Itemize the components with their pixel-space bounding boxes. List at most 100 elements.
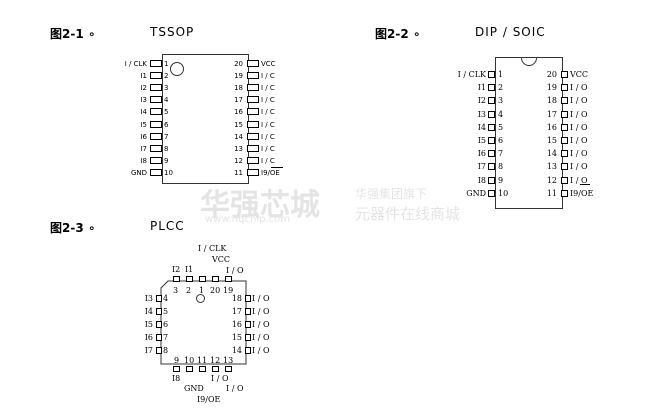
pin-number: 3	[173, 286, 179, 295]
pin-pad	[488, 176, 495, 184]
pin-pad	[561, 123, 568, 131]
pin-number: 11	[546, 188, 557, 198]
pin-number: 20	[546, 70, 557, 79]
pin-number: 14	[234, 132, 243, 141]
pin-number: 1	[164, 60, 169, 68]
pin-label: GND	[130, 168, 147, 177]
pin-label: I / O	[252, 294, 270, 303]
pin-label: I / O	[226, 266, 244, 275]
pin-pad	[488, 110, 495, 118]
pin-number: 12	[234, 156, 243, 165]
pin-label: I6	[140, 132, 147, 141]
pin-number: 19	[546, 83, 557, 93]
pin-pad	[156, 334, 162, 341]
pin-number: 8	[163, 346, 169, 355]
pin-pad	[150, 156, 162, 164]
pin-number: 3	[164, 84, 169, 93]
pin-pad	[247, 168, 259, 176]
pin-pad	[561, 137, 568, 144]
pin-number: 3	[498, 96, 504, 106]
pin-label: I1	[477, 83, 486, 93]
pin-label: I9/OE	[570, 188, 594, 198]
watermark-brand: 华强芯城	[200, 188, 320, 223]
pin-number: 18	[231, 294, 242, 303]
pin-label: I / CLK	[457, 70, 486, 79]
pin-number: 9	[164, 156, 169, 165]
pin-label: I3	[477, 109, 486, 119]
pin-pad	[561, 176, 568, 184]
pin-pad	[212, 366, 219, 372]
pin-pad	[488, 97, 495, 105]
plcc-package-body	[160, 280, 247, 365]
pin-number: 15	[546, 136, 557, 145]
pin-number: 2	[164, 72, 169, 81]
pin-number: 12	[546, 175, 557, 185]
pin-number: 16	[234, 108, 243, 117]
pin-pad	[247, 108, 259, 116]
pin-pad	[561, 84, 568, 92]
pin-pad	[247, 72, 259, 80]
pin-pad	[173, 366, 180, 372]
pin-pad	[186, 276, 193, 282]
pin-pad	[488, 123, 495, 131]
pin-pad	[561, 71, 568, 78]
pin-label: I / O	[570, 149, 588, 159]
pin-label: I8	[172, 374, 181, 383]
pin-label: VCC	[212, 255, 231, 264]
pin-number: 5	[498, 122, 504, 132]
pin-pad	[247, 132, 259, 140]
pin-label: I2	[140, 84, 147, 93]
pin-number: 15	[231, 333, 242, 342]
pin-pad	[150, 144, 162, 152]
pin-pad	[150, 60, 162, 67]
pin-number: 13	[546, 162, 557, 172]
pin-number: 13	[223, 356, 234, 365]
pin-number: 6	[164, 120, 169, 129]
pin-pad	[150, 96, 162, 104]
pin-number: 7	[498, 149, 504, 159]
pin-pad	[488, 150, 495, 158]
pin-label: I / O	[570, 162, 588, 172]
pin-number: 2	[186, 286, 192, 295]
pin-number: 2	[498, 83, 504, 93]
pin-pad	[561, 97, 568, 105]
pin-number: 5	[163, 307, 169, 316]
pin-number: 14	[546, 149, 557, 159]
pin-number: 18	[234, 84, 243, 93]
pin-pad	[150, 72, 162, 80]
pin-label: GND	[466, 188, 486, 198]
pin-pad	[156, 308, 162, 315]
pin-label: I2	[477, 96, 486, 106]
pin-label: I / C	[261, 108, 275, 117]
dip-package-body	[495, 57, 563, 209]
pin-label: I / CLK	[198, 244, 227, 253]
pin-number: 6	[498, 136, 504, 145]
pin-pad	[150, 168, 162, 176]
pin-number: 8	[498, 162, 504, 172]
pin-label: I / C	[261, 96, 275, 105]
pin-number: 4	[498, 109, 504, 119]
pin-pad	[488, 84, 495, 92]
pin-label: I / O	[252, 333, 270, 342]
pin-pad	[150, 132, 162, 140]
pin-label: I9/OE	[197, 395, 221, 404]
pin-number: 20	[234, 60, 243, 68]
pin-pad	[247, 156, 259, 164]
pin-pad	[245, 295, 251, 302]
pin-label: I / O	[570, 96, 588, 106]
figure-label-2-2: 图2-2 ∘	[375, 27, 421, 41]
pin-pad	[150, 120, 162, 128]
pin-number: 6	[163, 320, 169, 329]
plcc-title: PLCC	[150, 219, 185, 233]
pin-number: 9	[498, 175, 504, 185]
pin-number: 17	[234, 96, 243, 105]
pin-label: I / O	[570, 136, 588, 145]
pin-number: 7	[163, 333, 169, 342]
pin-label: I / C	[261, 120, 275, 129]
pin-number: 8	[164, 144, 169, 153]
pin-label: I5	[140, 120, 147, 129]
pin-label: I6	[477, 149, 486, 159]
pin-number: 11	[197, 356, 208, 365]
pin-pad	[488, 163, 495, 171]
pin-pad	[245, 347, 251, 354]
